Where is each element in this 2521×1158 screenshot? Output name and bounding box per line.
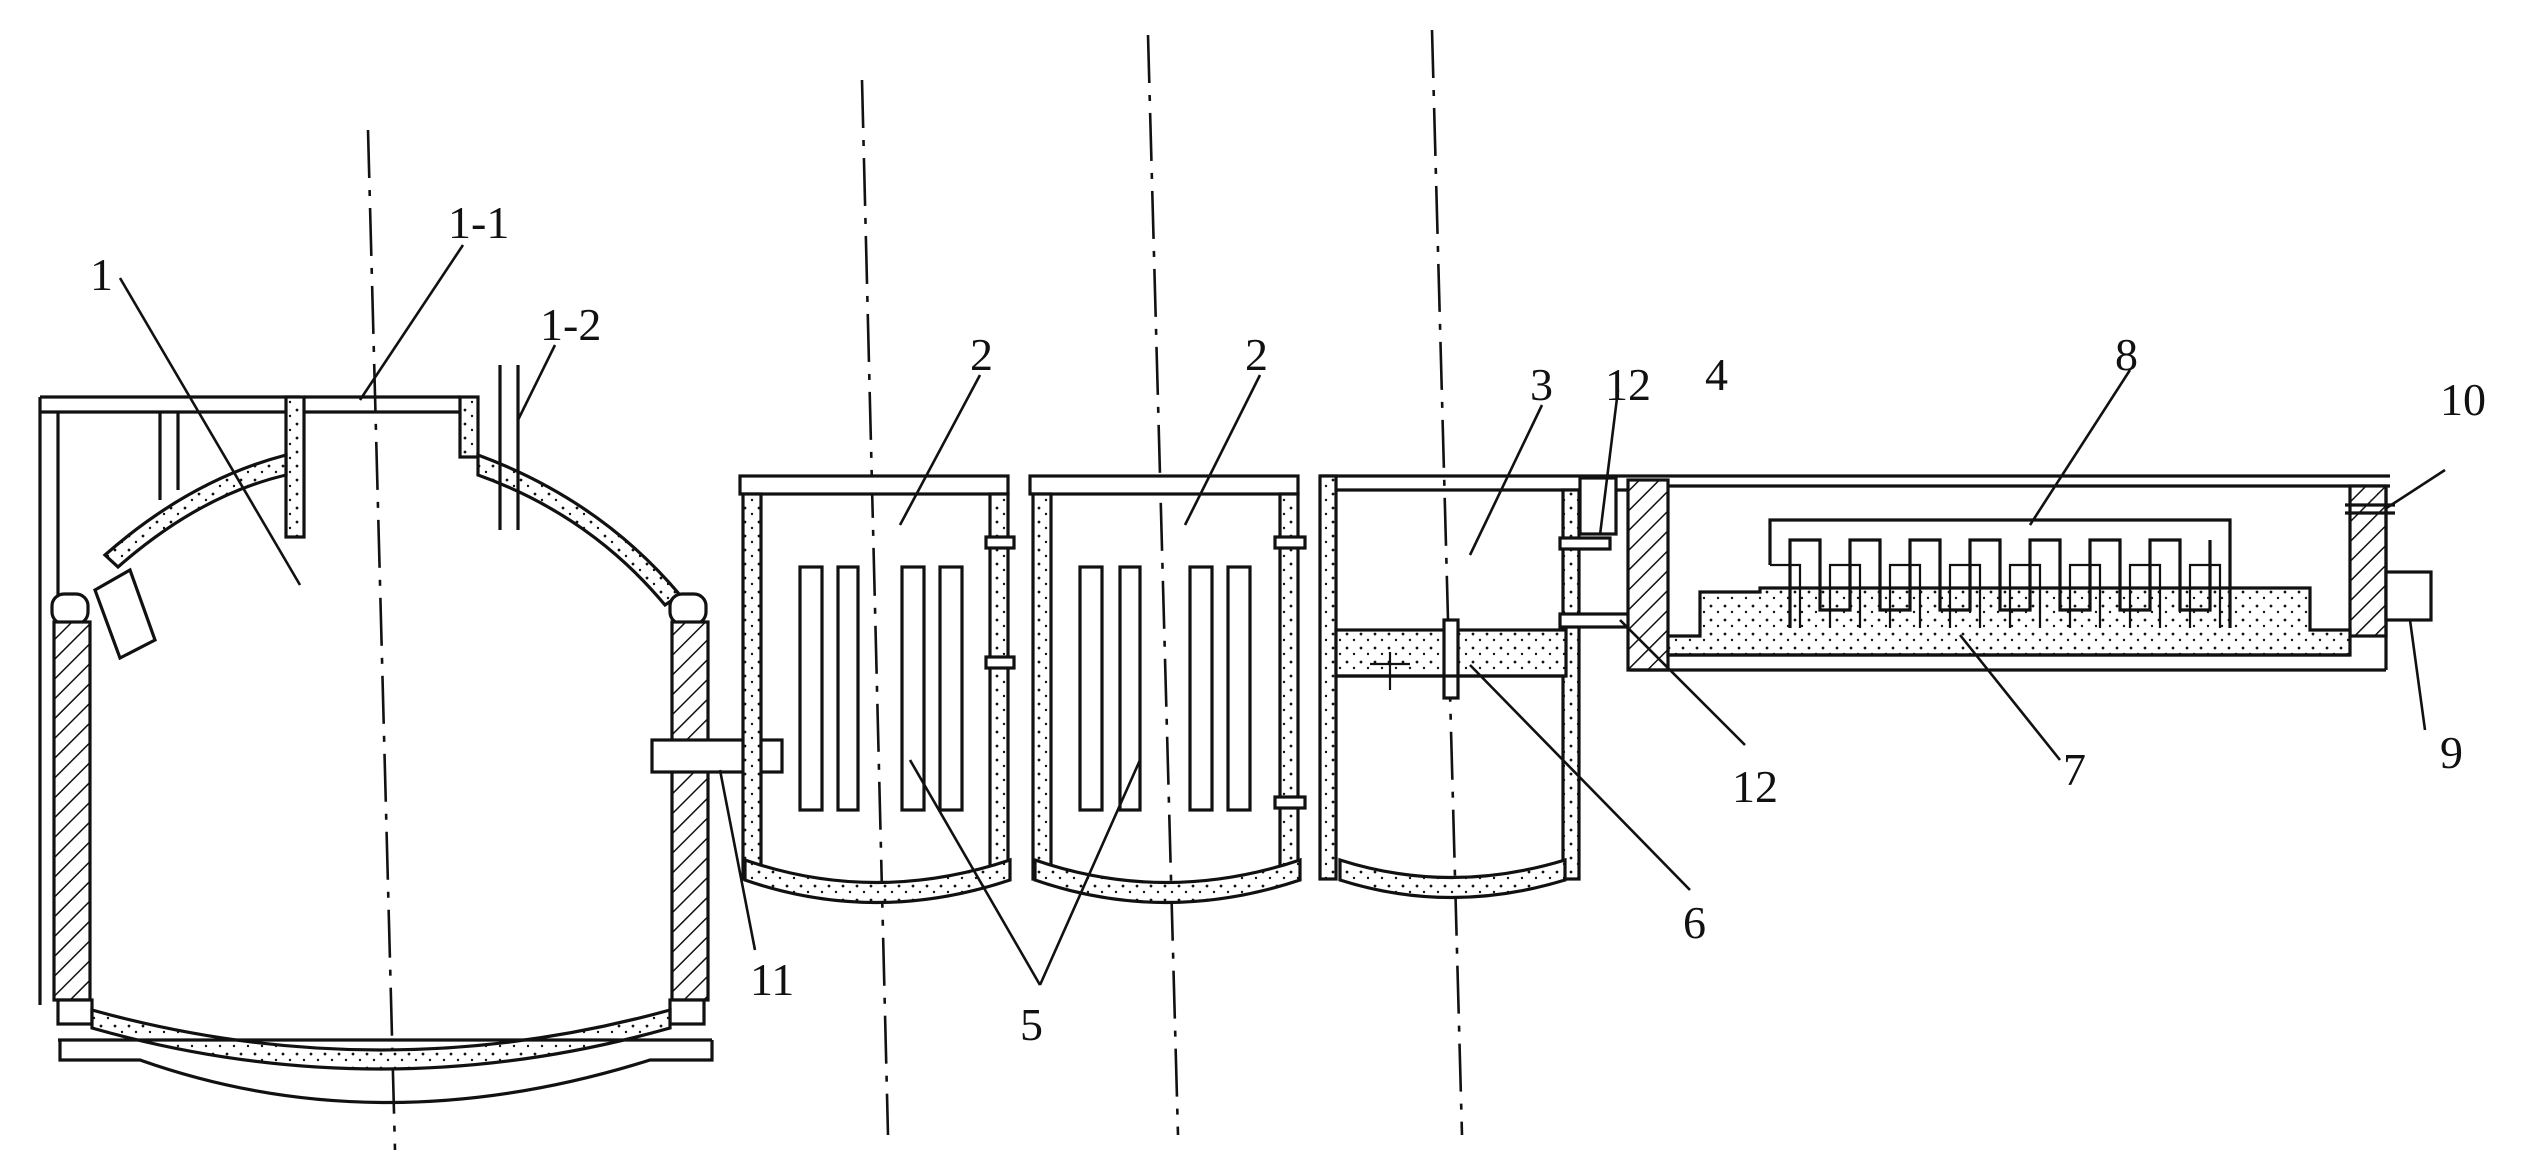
- settling-tank-2a: [738, 474, 1016, 905]
- part-labels: 1 1-1 1-2 2 2 3 12 4 8 10 9 7 12 6 5 11: [90, 197, 2486, 1050]
- label-1-2: 1-2: [540, 299, 601, 350]
- label-3: 3: [1530, 359, 1553, 410]
- center-axes: [366, 29, 1464, 1151]
- axis-tank-1: [366, 129, 397, 1151]
- side-wall-right: [670, 620, 710, 1002]
- baffle-2a-3: [900, 565, 926, 812]
- ring-beam-left: [50, 592, 90, 626]
- label-12-bottom: 12: [1732, 761, 1778, 812]
- neck-wall-left: [284, 395, 306, 539]
- wetland-bed-4: [1578, 474, 2433, 672]
- leader-lines: [118, 244, 2446, 986]
- label-1-1: 1-1: [448, 197, 509, 248]
- baffle-2a-4: [938, 565, 964, 812]
- end-wall: [2348, 484, 2388, 638]
- ring-beam-right: [668, 592, 708, 626]
- label-9: 9: [2440, 727, 2463, 778]
- label-12-top: 12: [1605, 359, 1651, 410]
- axis-tank-2a: [860, 79, 890, 1136]
- label-10: 10: [2440, 374, 2486, 425]
- label-4: 4: [1705, 349, 1728, 400]
- inlet-tube: [93, 567, 157, 661]
- partition-wall: [1626, 478, 1670, 672]
- label-6: 6: [1683, 897, 1706, 948]
- label-1: 1: [90, 249, 113, 300]
- dome-right: [476, 452, 683, 608]
- baffle-2b-1: [1078, 565, 1104, 812]
- axis-tank-2b: [1146, 34, 1180, 1136]
- label-2a: 2: [970, 329, 993, 380]
- bottom-beam-left: [56, 998, 94, 1026]
- baffle-2a-2: [836, 565, 860, 812]
- baffle-2b-4: [1226, 565, 1252, 812]
- dome-left: [102, 452, 288, 570]
- bottom-beam-right: [668, 998, 706, 1026]
- label-5: 5: [1020, 999, 1043, 1050]
- label-2b: 2: [1245, 329, 1268, 380]
- baffle-2a-1: [798, 565, 824, 812]
- filter-tank-3: [1318, 474, 1632, 900]
- baffle-2b-3: [1188, 565, 1214, 812]
- label-7: 7: [2063, 744, 2086, 795]
- label-11: 11: [750, 954, 794, 1005]
- serpentine-channel-8: [1768, 518, 2232, 628]
- side-wall-left: [52, 620, 92, 1002]
- baffle-2b-2: [1118, 565, 1142, 812]
- outlet-pipe-9: [2384, 570, 2433, 622]
- neck-wall-right: [458, 395, 480, 459]
- label-8: 8: [2115, 329, 2138, 380]
- settling-tank-2b: [1028, 474, 1307, 905]
- bottom-slab: [90, 1007, 672, 1071]
- axis-tank-3: [1430, 29, 1464, 1136]
- digester-tank-1: [38, 365, 714, 1105]
